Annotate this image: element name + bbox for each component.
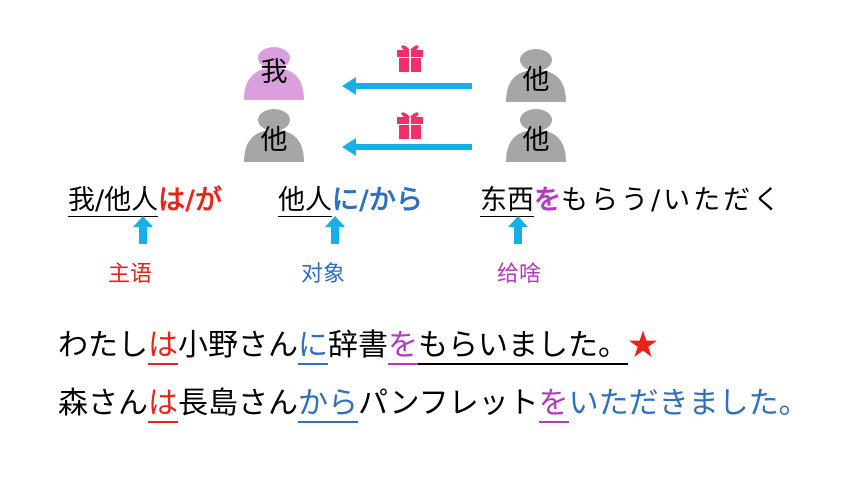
pattern-verb: もらう/いただく [561, 185, 784, 216]
sentence-2-particle-kara: から [298, 386, 358, 423]
left-arrow-2 [342, 138, 472, 156]
up-arrow-target [325, 216, 345, 244]
star-icon: ★ [628, 328, 658, 363]
giver-label-1: 他 [522, 65, 550, 96]
receiver-person-2: 他 [241, 104, 307, 166]
up-arrow-subject [133, 216, 153, 244]
example-sentence-1: わたしは小野さんに辞書をもらいました。★ [58, 320, 658, 365]
sentence-1-verb: もらいました。 [418, 328, 628, 365]
giver-person-1: 他 [503, 44, 569, 106]
pattern-subject: 我/他人は/が [68, 178, 222, 217]
receiver-person-1: 我 [241, 42, 307, 104]
sentence-1-particle-wo: を [388, 328, 418, 365]
pattern-object-particle: を [534, 185, 561, 216]
example-sentence-2: 森さんは長島さんからパンフレットをいただきました。 [58, 378, 809, 423]
sentence-1-target: 小野さん [178, 328, 298, 363]
sentence-1-particle-wa: は [148, 328, 178, 365]
left-arrow-1 [342, 77, 472, 95]
pattern-subject-particle: は/が [158, 185, 222, 216]
gift-icon [397, 112, 423, 139]
giver-person-2: 他 [503, 104, 569, 166]
person-icon [244, 109, 304, 162]
pattern-object-text: 东西 [480, 185, 534, 217]
pattern-object: 东西をもらう/いただく [480, 178, 783, 217]
pattern-target-text: 他人 [278, 185, 332, 217]
sentence-1-object: 辞書 [328, 328, 388, 363]
role-target: 对象 [301, 262, 346, 287]
sentence-2-verb: いただきました。 [568, 386, 809, 421]
sentence-2-particle-wo: を [538, 386, 569, 423]
gift-icon [397, 45, 423, 72]
pattern-subject-text: 我/他人 [68, 185, 159, 217]
sentence-2-particle-wa: は [148, 386, 178, 423]
receiver-label-1: 我 [260, 57, 288, 88]
sentence-2-subject: 森さん [58, 386, 148, 421]
role-subject: 主语 [108, 262, 153, 287]
person-icon [506, 49, 566, 102]
pattern-target-particle: に/から [332, 185, 423, 216]
up-arrow-object [508, 216, 528, 244]
sentence-1-subject: わたし [58, 328, 148, 363]
person-icon [244, 47, 304, 100]
giver-label-2: 他 [522, 125, 550, 156]
sentence-2-target: 長島さん [178, 386, 298, 421]
pattern-target: 他人に/から [278, 178, 423, 217]
person-icon [506, 109, 566, 162]
receiver-label-2: 他 [260, 125, 288, 156]
role-object: 给啥 [497, 262, 542, 287]
sentence-2-object: パンフレット [358, 386, 539, 421]
sentence-1-particle-ni: に [298, 328, 328, 365]
